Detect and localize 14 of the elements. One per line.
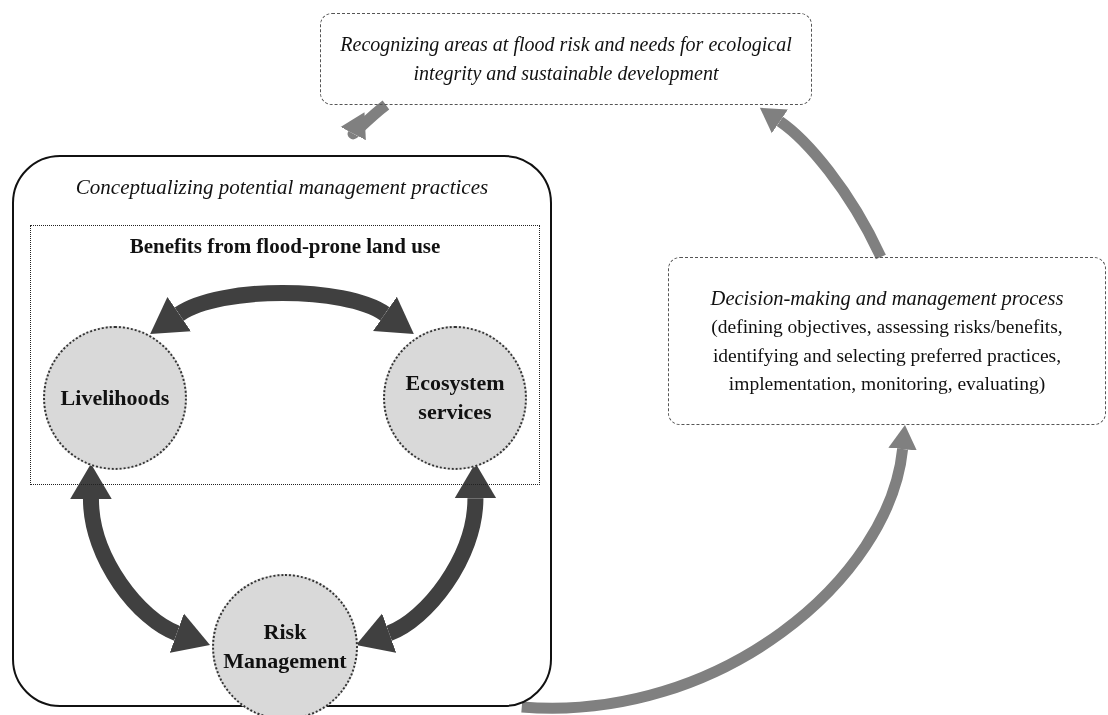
box-text: Recognizing areas at flood risk and needs for ecological integrity and sustainable development — [339, 32, 793, 87]
box-heading: Decision-making and management process — [709, 285, 1065, 312]
circle-label: Ecosystem services — [404, 369, 506, 426]
process-box — [320, 13, 812, 105]
box-text: (defining objectives, assessing risks/benefits, identifying and selecting preferred practices, implementation, monitoring, evaluating) — [710, 315, 1064, 396]
circle-label: Risk Management — [222, 618, 348, 675]
arrow — [760, 106, 886, 260]
arrow — [521, 425, 917, 714]
process-box — [668, 257, 1106, 425]
group-heading: Conceptualizing potential management practices — [74, 175, 490, 200]
circle-label: Livelihoods — [60, 383, 170, 412]
group-heading: Benefits from flood-prone land use — [128, 234, 442, 259]
group-box — [30, 225, 540, 485]
arrow — [148, 284, 416, 333]
